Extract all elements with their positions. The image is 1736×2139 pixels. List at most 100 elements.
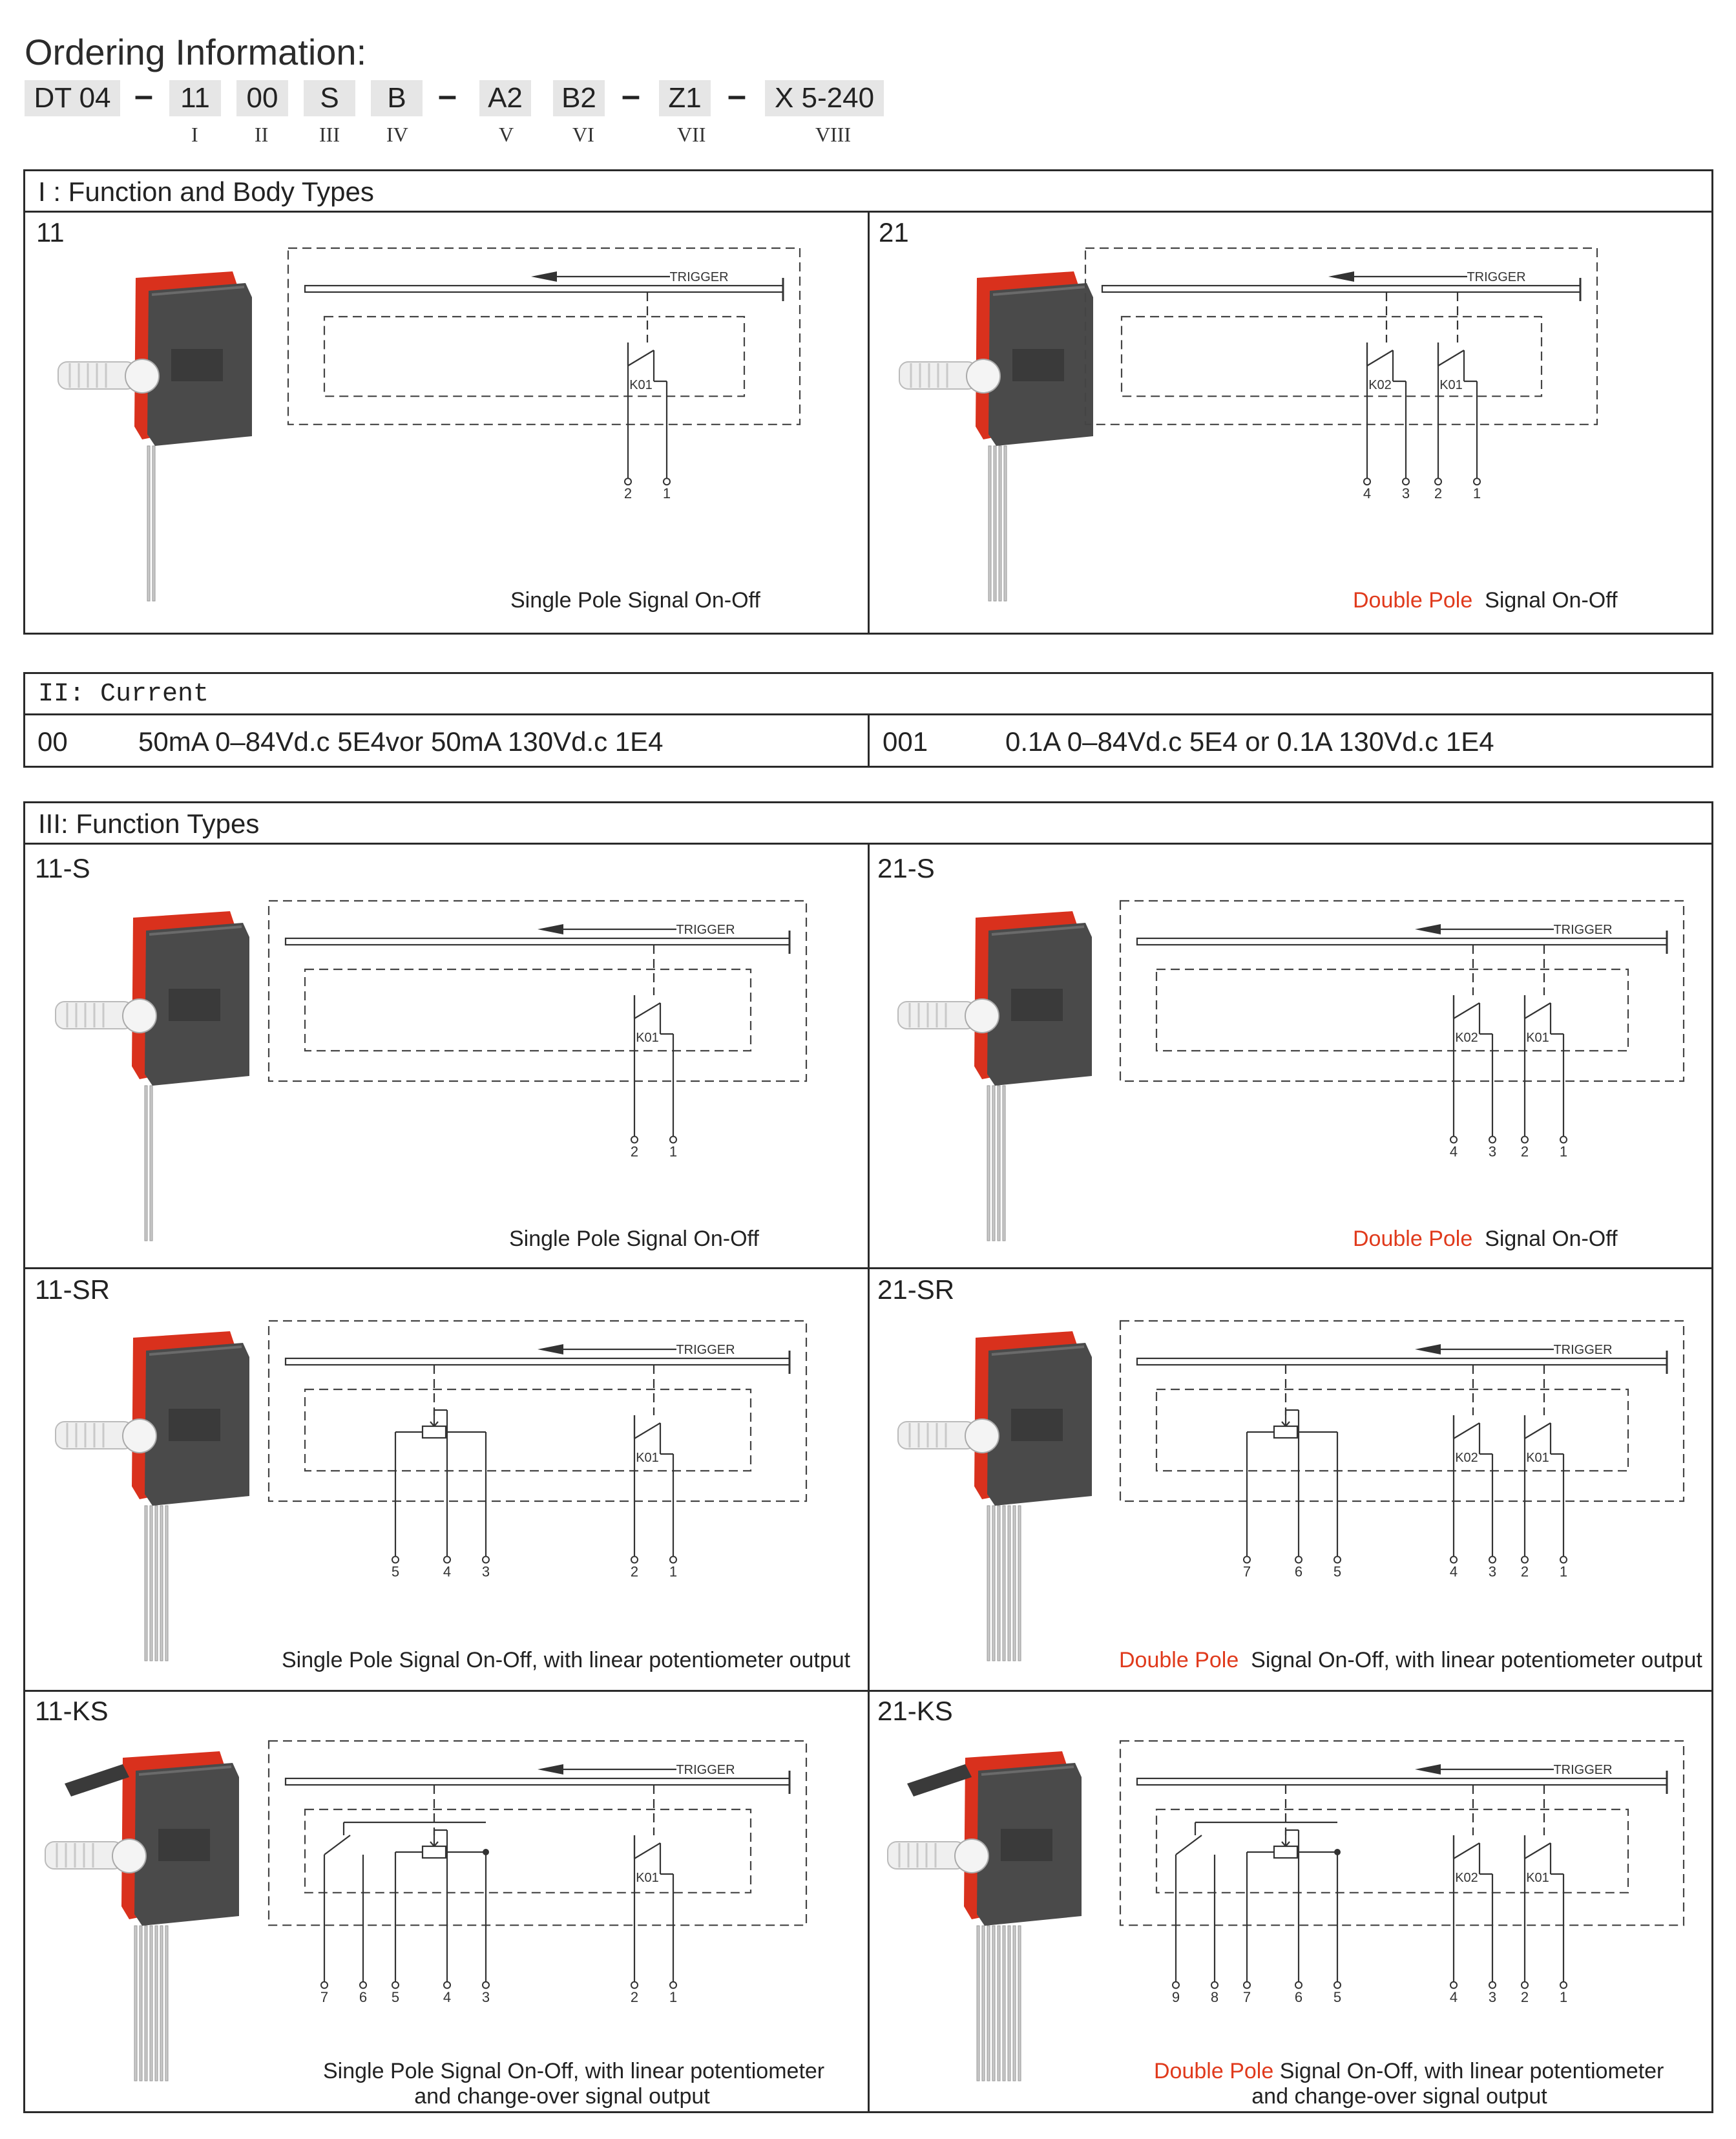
pin-label: 7 bbox=[320, 1989, 328, 2005]
contact-label: K01 bbox=[1526, 1871, 1549, 1885]
switch-product-image bbox=[45, 1751, 239, 2081]
pin-label: 8 bbox=[1211, 1989, 1218, 2005]
inner-dashed-box bbox=[1155, 968, 1629, 1052]
wire bbox=[1175, 1835, 1202, 1855]
lead-pin bbox=[165, 1505, 169, 1661]
pin-label: 4 bbox=[1363, 485, 1371, 501]
switch-window bbox=[169, 989, 220, 1021]
contact-label: K01 bbox=[636, 1031, 659, 1045]
trigger-bar bbox=[304, 284, 784, 293]
pin-terminal bbox=[631, 1135, 638, 1144]
pin-terminal bbox=[392, 1555, 399, 1564]
cell-label: 11-SR bbox=[35, 1274, 110, 1305]
roman-ii: II bbox=[255, 123, 269, 146]
pin-label: 4 bbox=[443, 1564, 451, 1580]
lead-pin bbox=[1012, 1505, 1016, 1661]
plunger-collar bbox=[122, 1418, 157, 1453]
switch-edge bbox=[151, 286, 245, 296]
trigger-arrow bbox=[538, 924, 563, 934]
lead-pin bbox=[144, 1505, 148, 1661]
trigger-arrow bbox=[1415, 1344, 1441, 1354]
outer-dashed-box bbox=[267, 900, 808, 1082]
pin-label: 9 bbox=[1172, 1989, 1180, 2005]
lead-pin bbox=[1012, 1925, 1016, 2081]
plunger-collar bbox=[125, 359, 160, 394]
switch-edge bbox=[138, 1765, 232, 1776]
code-dash: – bbox=[438, 77, 457, 114]
trigger-bar bbox=[1136, 1357, 1668, 1366]
trigger-bar bbox=[1136, 1777, 1668, 1786]
trigger-arrow bbox=[531, 271, 557, 282]
inner-dashed-box bbox=[304, 1808, 752, 1893]
pin-terminal bbox=[1243, 1981, 1251, 1989]
trigger-bar bbox=[284, 937, 791, 946]
cell-label: 21-SR bbox=[877, 1274, 955, 1305]
plunger-collar bbox=[122, 998, 157, 1033]
trigger-bar bbox=[284, 1777, 791, 1786]
plunger-collar bbox=[966, 359, 1001, 394]
pin-label: 2 bbox=[631, 1564, 638, 1580]
wire bbox=[1524, 1842, 1551, 1859]
switch-edge bbox=[149, 1345, 242, 1356]
trigger-bar bbox=[1101, 284, 1582, 293]
pin-terminal bbox=[1402, 478, 1410, 486]
section-title: II: Current bbox=[25, 674, 1711, 715]
caption: Double Pole Signal On-Off bbox=[1353, 1227, 1618, 1251]
inner-dashed-box bbox=[1155, 1808, 1629, 1893]
pin-label: 3 bbox=[1489, 1144, 1496, 1160]
switch-window bbox=[1011, 1409, 1063, 1441]
pin-label: 7 bbox=[1243, 1564, 1251, 1580]
wire bbox=[634, 1842, 661, 1859]
trigger-arrow bbox=[1415, 1764, 1441, 1775]
pin-terminal bbox=[443, 1981, 451, 1989]
switch-product-image bbox=[55, 911, 249, 1241]
caption: Single Pole Signal On-Off, with linear p… bbox=[282, 1648, 851, 1672]
switch-edge bbox=[981, 1765, 1074, 1776]
wire bbox=[430, 1841, 435, 1847]
pin-terminal bbox=[1473, 478, 1481, 486]
pin-terminal bbox=[1450, 1135, 1458, 1144]
code-current: 00 bbox=[236, 80, 288, 116]
switch-window bbox=[1011, 989, 1063, 1021]
switch-edge bbox=[991, 925, 1085, 936]
pin-label: 7 bbox=[1243, 1989, 1251, 2005]
outer-dashed-box bbox=[267, 1320, 808, 1502]
pin-label: 1 bbox=[669, 1144, 677, 1160]
pin-terminal bbox=[1211, 1981, 1218, 1989]
pin-terminal bbox=[1489, 1555, 1496, 1564]
cell-label: 11 bbox=[36, 217, 65, 248]
pin-label: 1 bbox=[1473, 485, 1481, 501]
plunger-collar bbox=[954, 1839, 989, 1873]
lead-pin bbox=[976, 1925, 980, 2081]
lead-pin bbox=[149, 1505, 153, 1661]
lead-pin bbox=[988, 445, 992, 602]
pin-terminal bbox=[631, 1555, 638, 1564]
caption: Double Pole Signal On-Off, with linear p… bbox=[1154, 2059, 1664, 2109]
pin-label: 4 bbox=[443, 1989, 451, 2005]
trigger-label: TRIGGER bbox=[676, 1343, 735, 1357]
pin-label: 2 bbox=[1434, 485, 1442, 501]
pin-label: 1 bbox=[669, 1989, 677, 2005]
code-vi: B2 bbox=[553, 80, 605, 116]
wire bbox=[1453, 1842, 1480, 1859]
current-code: 00 bbox=[37, 726, 68, 757]
switch-window bbox=[171, 349, 223, 381]
code-dash: – bbox=[727, 77, 746, 114]
pin-terminal bbox=[1489, 1135, 1496, 1144]
pin-label: 5 bbox=[1333, 1564, 1341, 1580]
switch-window bbox=[169, 1409, 220, 1441]
cell-label: 11-S bbox=[35, 853, 90, 883]
pin-terminal bbox=[1560, 1981, 1567, 1989]
lead-pin bbox=[997, 1085, 1001, 1241]
pin-label: 4 bbox=[1450, 1989, 1458, 2005]
trigger-label: TRIGGER bbox=[676, 1763, 735, 1777]
outer-dashed-box bbox=[267, 1740, 808, 1926]
pin-terminal bbox=[1434, 478, 1442, 486]
pin-label: 4 bbox=[1450, 1564, 1458, 1580]
wire bbox=[1453, 1422, 1480, 1439]
pin-label: 6 bbox=[1295, 1564, 1302, 1580]
pin-terminal bbox=[669, 1555, 677, 1564]
row-divider bbox=[25, 1690, 1711, 1692]
section-function-body: I : Function and Body Types bbox=[23, 169, 1713, 635]
